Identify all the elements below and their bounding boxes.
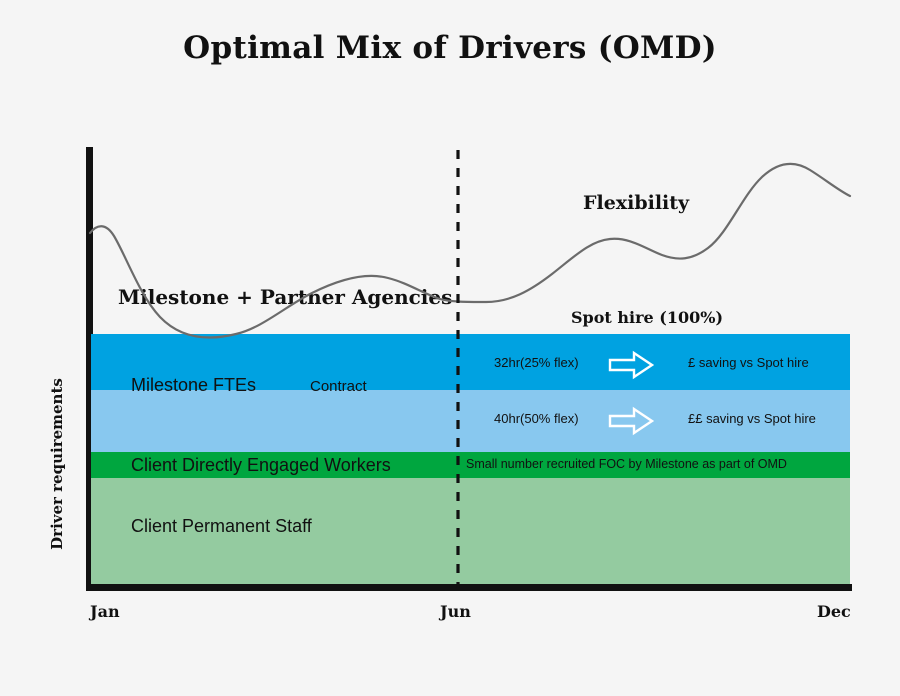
band-client-permanent-staff [91, 478, 850, 584]
band-client-directly-engaged-workers [91, 452, 850, 478]
note-client-directly-engaged-workers: Small number recruited FOC by Milestone … [466, 457, 787, 471]
band-label-client-permanent-staff: Client Permanent Staff [131, 516, 312, 536]
x-tick-dec: Dec [817, 602, 851, 621]
annotation-milestone-partner-agencies: Milestone + Partner Agencies [118, 285, 453, 309]
right-arrow-icon [608, 350, 654, 380]
annotation-flexibility: Flexibility [583, 192, 690, 214]
saving-double-pound: ££ saving vs Spot hire [688, 411, 816, 426]
band-label-milestone-ftes: Milestone FTEs [131, 375, 257, 395]
demand-curve [88, 162, 852, 339]
x-tick-jan: Jan [90, 602, 120, 621]
saving-single-pound: £ saving vs Spot hire [688, 355, 809, 370]
page-title: Optimal Mix of Drivers (OMD) [183, 30, 717, 66]
y-axis-line [86, 147, 93, 591]
band-label-contract: Contract [310, 378, 367, 395]
flex-hours-40: 40hr(50% flex) [494, 411, 579, 426]
y-axis-title: Driver requirements [48, 378, 66, 550]
band-contract-flex [91, 390, 850, 452]
right-arrow-icon [608, 406, 654, 436]
band-milestone-ftes [91, 334, 850, 390]
x-tick-jun: Jun [440, 602, 471, 621]
x-axis-line [86, 584, 852, 591]
flex-hours-32: 32hr(25% flex) [494, 355, 579, 370]
band-label-client-directly-engaged-workers: Client Directly Engaged Workers [131, 455, 391, 475]
annotation-spot-hire: Spot hire (100%) [571, 308, 724, 327]
